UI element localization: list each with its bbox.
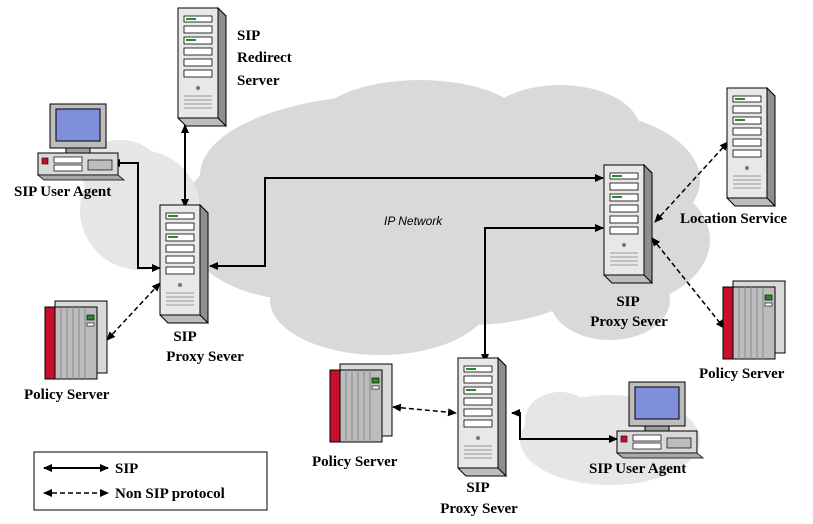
- legend: SIP Non SIP protocol: [33, 451, 268, 511]
- connections: [106, 124, 729, 443]
- sip-proxy-bottom-icon: [457, 357, 507, 477]
- redirect-server-label-1: SIP: [237, 28, 260, 44]
- proxy-right-label-1: SIP: [616, 294, 639, 310]
- legend-nonsip-label: Non SIP protocol: [115, 486, 225, 502]
- policy-bottom-label: Policy Server: [312, 454, 398, 470]
- proxy-left-label-2: Proxy Sever: [166, 349, 244, 365]
- sip-link-proxy-bottom-ua-bottom: [511, 409, 618, 443]
- location-service-icon: [726, 87, 776, 207]
- proxy-left-label-1: SIP: [173, 329, 196, 345]
- nonsip-link-location-service: [654, 141, 729, 223]
- sip-proxy-right-icon: [603, 164, 653, 284]
- sip-link-proxy-right-proxy-bottom: [481, 224, 604, 363]
- proxy-bottom-label-2: Proxy Sever: [440, 501, 518, 517]
- nonsip-link-policy-left: [106, 282, 161, 341]
- redirect-server-label-2: Redirect: [237, 50, 292, 66]
- sip-proxy-left-icon: [159, 204, 209, 324]
- policy-left-label: Policy Server: [24, 387, 110, 403]
- ua-left-label: SIP User Agent: [14, 184, 111, 200]
- redirect-server-label-3: Server: [237, 73, 280, 89]
- nonsip-link-policy-right: [651, 237, 725, 329]
- legend-sip-label: SIP: [115, 461, 138, 477]
- sip-link-ua-left-proxy-left: [111, 159, 161, 272]
- proxy-right-label-2: Proxy Sever: [590, 314, 668, 330]
- policy-server-bottom-icon: [329, 363, 393, 443]
- location-service-label: Location Service: [680, 211, 787, 227]
- sip-redirect-server-icon: [177, 7, 227, 127]
- policy-server-left-icon: [44, 300, 108, 380]
- ip-network-label: IP Network: [384, 214, 443, 228]
- proxy-bottom-label-1: SIP: [466, 480, 489, 496]
- ua-bottom-label: SIP User Agent: [589, 461, 686, 477]
- policy-server-right-icon: [722, 280, 786, 360]
- nonsip-link-policy-bottom: [392, 403, 457, 417]
- legend-box: [33, 451, 268, 511]
- policy-right-label: Policy Server: [699, 366, 785, 382]
- sip-link-proxy-left-proxy-right: [209, 174, 604, 270]
